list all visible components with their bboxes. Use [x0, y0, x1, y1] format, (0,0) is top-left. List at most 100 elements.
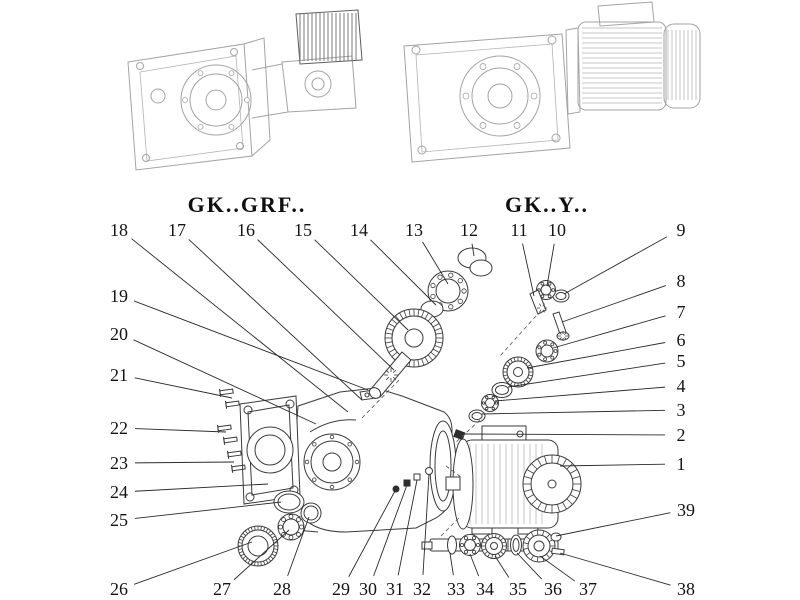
part-number-26: 26 [110, 579, 128, 599]
motor-drawing [445, 425, 582, 535]
large-gear-drawing [384, 308, 444, 368]
leader-line-28 [287, 516, 310, 577]
motor-body-ghost [577, 1, 701, 111]
bolt-circle-dots [462, 63, 538, 129]
leader-line-13 [422, 241, 449, 285]
pinion-shaft-drawing [368, 351, 412, 399]
part-number-27: 27 [213, 579, 231, 599]
leader-line-27 [233, 529, 290, 581]
intermediate-bearing-drawing [535, 339, 559, 363]
model-label-gk-grf: GK..GRF.. [188, 192, 307, 217]
leader-line-36 [516, 552, 543, 580]
intermediate-gear-drawing [502, 356, 534, 388]
part-number-28: 28 [273, 579, 291, 599]
snap-rings-drawing [457, 247, 493, 277]
part-number-16: 16 [237, 220, 255, 240]
leader-line-9 [563, 236, 668, 295]
part-number-23: 23 [110, 453, 128, 473]
gearbox-motor-drawing [403, 1, 701, 163]
part-number-30: 30 [359, 579, 377, 599]
part-number-17: 17 [168, 220, 186, 240]
part-number-4: 4 [677, 376, 686, 396]
part-number-18: 18 [110, 220, 128, 240]
leader-line-14 [370, 239, 437, 306]
gearbox-grf-drawing [127, 9, 363, 171]
input-shaft-drawing [552, 311, 570, 341]
leader-line-33 [449, 552, 454, 576]
part-number-9: 9 [677, 220, 686, 240]
leader-line-35 [494, 555, 510, 578]
leader-line-12 [471, 243, 475, 257]
leader-line-2 [462, 433, 666, 436]
part-number-32: 32 [413, 579, 431, 599]
small-ring-drawing [468, 409, 486, 423]
part-number-7: 7 [677, 302, 686, 322]
shaft-pulley-drawing [522, 529, 556, 563]
leader-line-22 [134, 428, 227, 433]
leader-line-30 [373, 484, 408, 577]
leader-line-31 [397, 479, 418, 576]
part-number-25: 25 [110, 510, 128, 530]
retaining-ring-drawing [300, 502, 322, 524]
part-number-19: 19 [110, 286, 128, 306]
leader-line-18 [131, 238, 349, 413]
shaft-gear-drawing [481, 533, 507, 559]
leader-line-5 [507, 362, 666, 388]
part-number-36: 36 [544, 579, 562, 599]
input-fin-cap-drawing [295, 9, 363, 65]
part-number-2: 2 [677, 425, 686, 445]
part-number-11: 11 [510, 220, 527, 240]
leader-line-15 [314, 239, 409, 331]
leader-line-20 [133, 339, 317, 425]
part-number-5: 5 [677, 351, 686, 371]
leader-line-34 [469, 553, 480, 577]
leader-line-1 [559, 463, 666, 467]
shaft-ring-drawing [447, 535, 457, 555]
leader-line-10 [546, 243, 555, 287]
part-number-31: 31 [386, 579, 404, 599]
shaft-key-drawing [453, 429, 466, 441]
leader-line-39 [555, 512, 671, 537]
leader-line-3 [481, 409, 666, 415]
leader-line-37 [539, 555, 576, 582]
leader-line-21 [134, 377, 233, 399]
leader-line-23 [134, 461, 235, 464]
bolt-circle-dots [182, 70, 250, 130]
bolt-set-drawing [217, 388, 246, 473]
model-label-gk-y: GK..Y.. [505, 192, 589, 217]
leader-line-24 [134, 483, 269, 492]
part-number-21: 21 [110, 365, 128, 385]
leader-line-16 [257, 239, 395, 371]
leader-line-26 [133, 541, 253, 585]
part-number-24: 24 [110, 482, 128, 502]
leader-line-8 [561, 285, 667, 323]
part-number-37: 37 [579, 579, 597, 599]
housing-drawing [292, 387, 457, 533]
part-number-39: 39 [677, 500, 695, 520]
leader-line-6 [526, 342, 666, 369]
toothed-ring-drawing [237, 525, 279, 567]
housing-bolt-dots [304, 434, 360, 490]
part-number-6: 6 [677, 330, 686, 350]
part-number-3: 3 [677, 400, 686, 420]
part-number-12: 12 [460, 220, 478, 240]
small-bearing-drawing [481, 394, 499, 412]
part-number-15: 15 [294, 220, 312, 240]
part-number-10: 10 [548, 220, 566, 240]
leader-line-38 [559, 552, 671, 586]
part-number-34: 34 [476, 579, 494, 599]
leader-line-17 [188, 239, 363, 401]
input-bearing-drawing [536, 280, 556, 300]
leader-line-25 [134, 501, 282, 519]
leader-line-11 [522, 243, 535, 297]
leader-line-32 [422, 473, 430, 576]
washer-drawing [491, 382, 513, 398]
leader-line-7 [552, 315, 666, 349]
assembly-axis-lines [361, 315, 537, 537]
part-number-22: 22 [110, 418, 128, 438]
shaft-washer-drawing [510, 534, 522, 556]
leader-line-4 [494, 386, 666, 402]
part-number-13: 13 [405, 220, 423, 240]
